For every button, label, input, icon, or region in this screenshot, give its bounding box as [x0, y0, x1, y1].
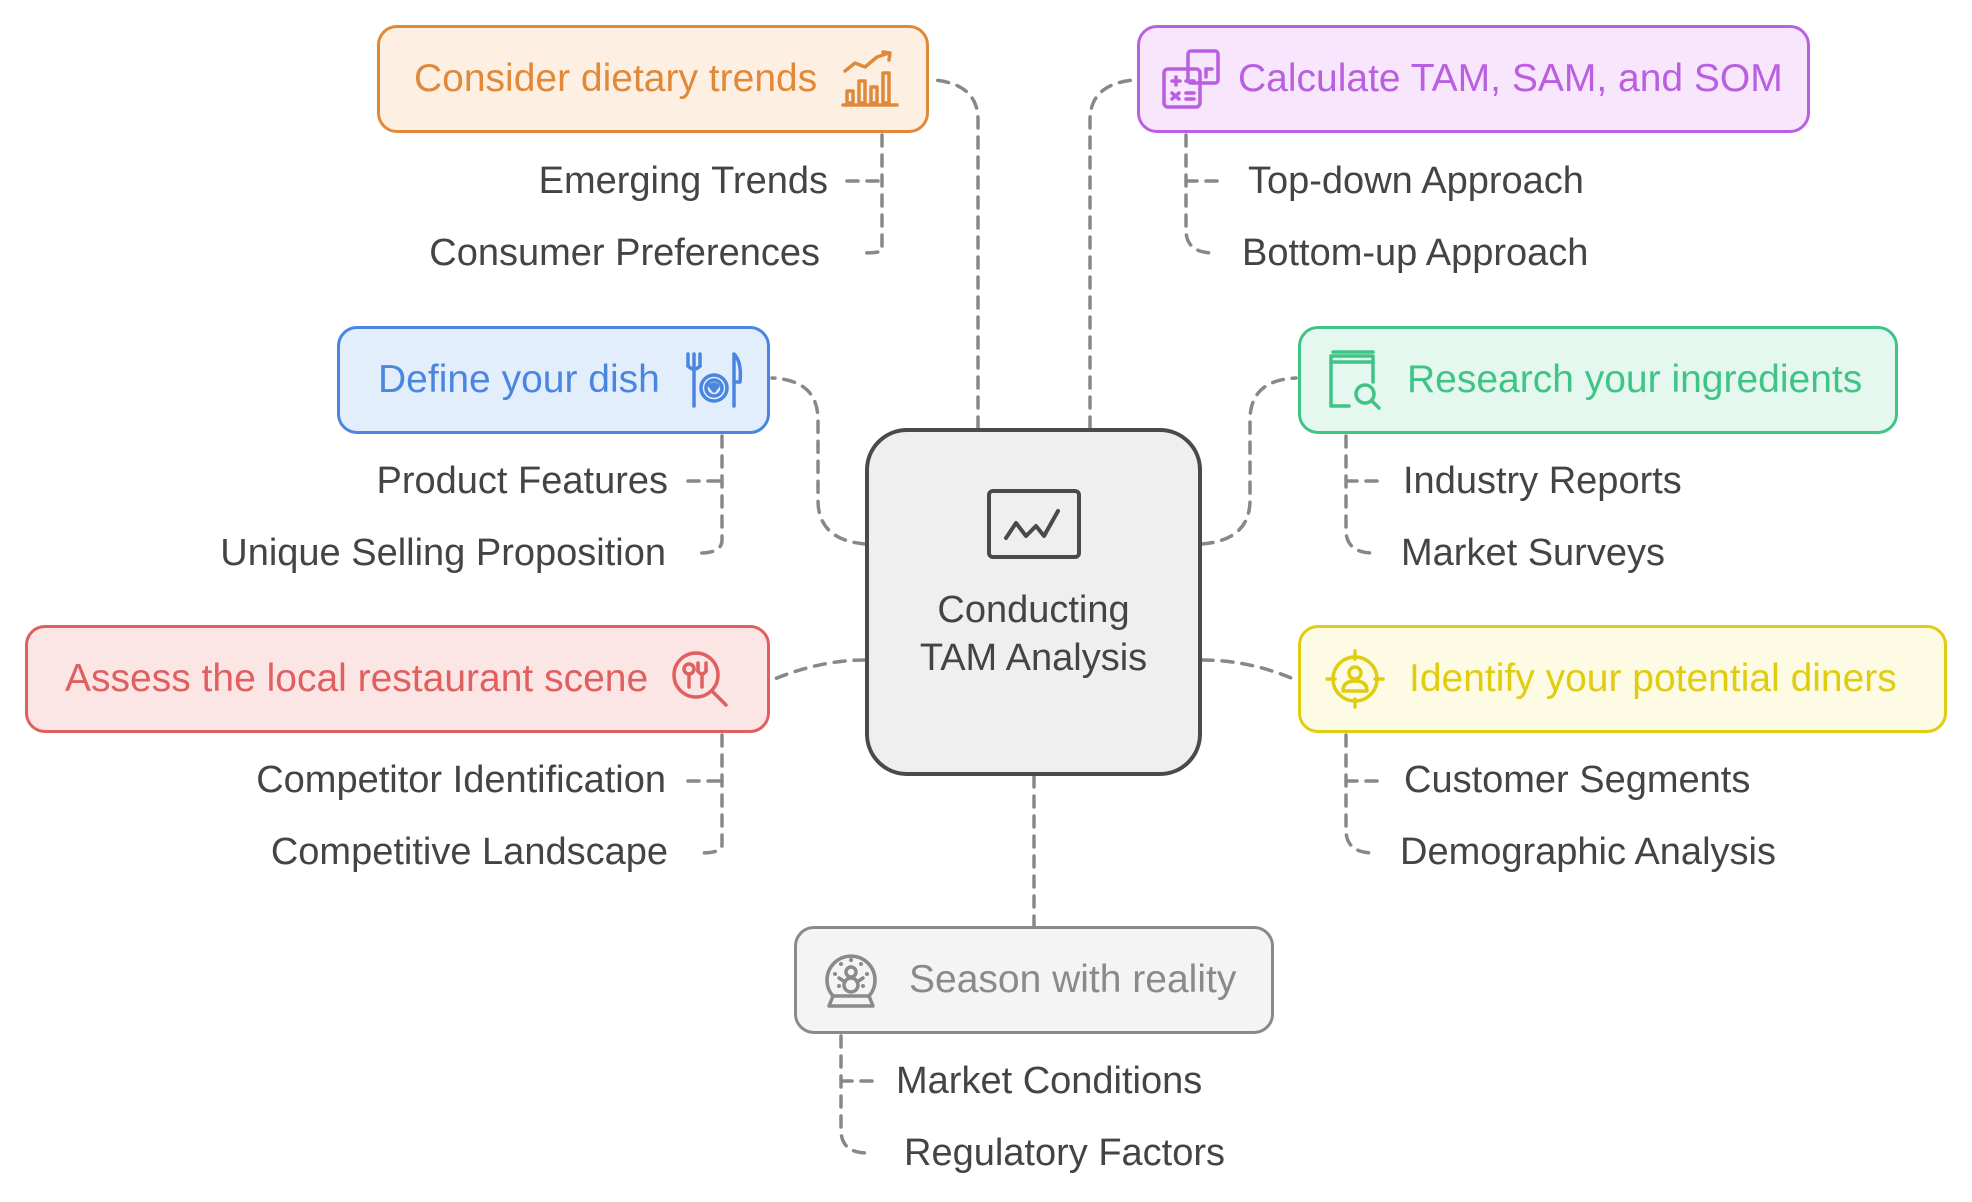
subitem-competitive-landscape: Competitive Landscape	[270, 831, 668, 873]
branch-define-dish[interactable]: Define your dish	[337, 326, 770, 434]
connector-competitor	[686, 733, 724, 855]
connector-calculate-tam	[1088, 78, 1136, 430]
branch-label: Calculate TAM, SAM, and SOM	[1238, 57, 1783, 100]
branch-season-reality[interactable]: Season with reality	[794, 926, 1274, 1034]
subitem-market-conditions: Market Conditions	[896, 1060, 1203, 1102]
subitem-product-features: Product Features	[376, 460, 668, 502]
connector-emerging	[845, 133, 884, 255]
connector-market-conditions	[839, 1034, 878, 1155]
subitem-industry-reports: Industry Reports	[1403, 460, 1682, 502]
plate-cutlery-icon	[682, 348, 746, 412]
subitem-demographic-analysis: Demographic Analysis	[1400, 831, 1776, 873]
connector-topdown	[1184, 133, 1224, 255]
center-node[interactable]: Conducting TAM Analysis	[865, 428, 1202, 776]
trending-bar-chart-icon	[839, 47, 903, 111]
connector-industry	[1344, 434, 1386, 555]
restaurant-search-icon	[668, 647, 732, 711]
branch-label: Assess the local restaurant scene	[65, 657, 649, 700]
branch-label: Identify your potential diners	[1409, 657, 1897, 700]
snow-globe-icon	[819, 948, 883, 1012]
branch-restaurant-scene[interactable]: Assess the local restaurant scene	[25, 625, 770, 733]
subitem-market-surveys: Market Surveys	[1401, 532, 1665, 574]
subitem-regulatory-factors: Regulatory Factors	[904, 1132, 1226, 1174]
branch-dietary-trends[interactable]: Consider dietary trends	[377, 25, 929, 133]
subitem-emerging-trends: Emerging Trends	[538, 160, 828, 202]
center-title: Conducting TAM Analysis	[919, 589, 1148, 679]
subitem-usp: Unique Selling Proposition	[220, 532, 666, 574]
branch-label: Consider dietary trends	[414, 57, 818, 100]
subitem-customer-segments: Customer Segments	[1404, 759, 1751, 801]
subitem-bottom-up: Bottom-up Approach	[1242, 232, 1589, 274]
subitem-consumer-preferences: Consumer Preferences	[429, 232, 820, 274]
connector-product-features	[686, 434, 724, 555]
subitem-competitor-identification: Competitor Identification	[256, 759, 666, 801]
branch-potential-diners[interactable]: Identify your potential diners	[1298, 625, 1947, 733]
branch-calculate-tam[interactable]: Calculate TAM, SAM, and SOM	[1137, 25, 1810, 133]
branch-label: Research your ingredients	[1407, 358, 1863, 401]
book-search-icon	[1323, 348, 1387, 412]
connector-segments	[1344, 733, 1386, 855]
calculator-icon	[1160, 47, 1224, 111]
branch-label: Define your dish	[378, 358, 660, 401]
branch-label: Season with reality	[909, 958, 1237, 1001]
connector-dietary-trends	[932, 78, 980, 430]
branch-research-ingredients[interactable]: Research your ingredients	[1298, 326, 1898, 434]
target-user-icon	[1323, 647, 1387, 711]
line-chart-monitor-icon	[986, 488, 1082, 560]
subitem-top-down: Top-down Approach	[1248, 160, 1584, 202]
connector-diners	[1200, 658, 1298, 682]
connector-research	[1200, 376, 1298, 546]
connector-restaurant	[770, 658, 867, 682]
connector-define-dish	[770, 376, 867, 546]
